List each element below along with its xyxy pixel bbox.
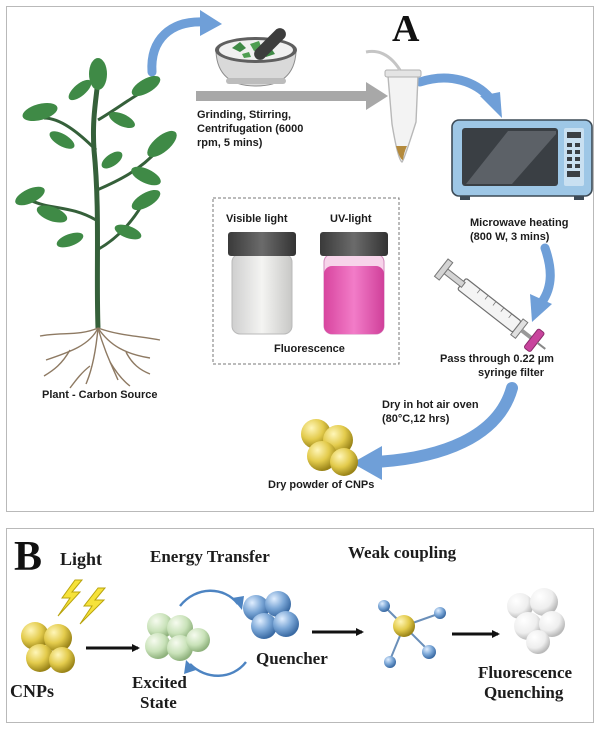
mortar-pestle (215, 28, 297, 87)
syringe-filter (433, 258, 546, 352)
arrow-tube-to-microwave-head (480, 92, 502, 118)
cnp-powder-cluster (301, 419, 358, 476)
arrow-energy-transfer-top (179, 589, 239, 607)
arrow-plant-to-mortar (147, 17, 210, 77)
uv-light-jar (320, 232, 388, 335)
microwave-label-line-1: Microwave heating (470, 217, 569, 229)
microwave-oven (451, 119, 593, 200)
cnps-cluster (21, 622, 75, 673)
excited-state-cluster (145, 613, 210, 661)
quenching-label-line-1: Fluorescence (478, 663, 573, 682)
microwave-label-line-2: (800 W, 3 mins) (470, 231, 550, 243)
excited-label-line-2: State (140, 693, 177, 712)
plant-illustration (15, 58, 177, 389)
oven-label-line-1: Dry in hot air oven (382, 399, 479, 411)
fluorescence-label: Fluorescence (274, 343, 345, 355)
arrow-energy-transfer-top-head (232, 596, 244, 610)
syringe-label-line-2: syringe filter (478, 367, 545, 379)
centrifuge-tube (365, 49, 422, 163)
lightning-icon (57, 579, 107, 625)
panel-b-letter: B (14, 534, 43, 580)
visible-light-label: Visible light (226, 213, 288, 225)
weak-coupling-molecule (378, 600, 446, 668)
arrow-syringe-to-powder (370, 382, 518, 468)
grinding-label-line-3: rpm, 5 mins) (197, 137, 263, 149)
arrow-energy-transfer-bottom-head (184, 660, 196, 674)
weak-coupling-label: Weak coupling (348, 543, 457, 562)
syringe-label-line-1: Pass through 0.22 µm (440, 353, 554, 365)
uv-light-label: UV-light (330, 213, 372, 225)
visible-light-jar (228, 232, 296, 335)
grinding-label-line-2: Centrifugation (6000 (197, 123, 304, 135)
quenched-cluster (507, 588, 565, 654)
plant-label: Plant - Carbon Source (42, 389, 158, 401)
quencher-cluster (243, 591, 299, 639)
arrow-plant-to-mortar-head (200, 10, 222, 36)
arrow-tube-to-microwave (415, 73, 495, 103)
arrow-grinding-shaft (196, 91, 368, 101)
arrow-microwave-to-syringe (537, 243, 555, 307)
panel-a-letter: A (392, 8, 420, 50)
quencher-label: Quencher (256, 649, 328, 668)
energy-transfer-label: Energy Transfer (150, 547, 270, 566)
oven-label-line-2: (80°C,12 hrs) (382, 413, 450, 425)
cnps-label: CNPs (10, 681, 54, 701)
arrow-energy-transfer-bottom (189, 661, 247, 677)
powder-label: Dry powder of CNPs (268, 479, 375, 491)
light-label: Light (60, 549, 103, 569)
arrow-microwave-to-syringe-head (530, 294, 552, 322)
quenching-label-line-2: Quenching (484, 683, 564, 702)
arrow-grinding-head (366, 82, 388, 110)
grinding-label-line-1: Grinding, Stirring, (197, 109, 292, 121)
arrow-syringe-to-powder-head (352, 446, 382, 480)
excited-label-line-1: Excited (132, 673, 187, 692)
